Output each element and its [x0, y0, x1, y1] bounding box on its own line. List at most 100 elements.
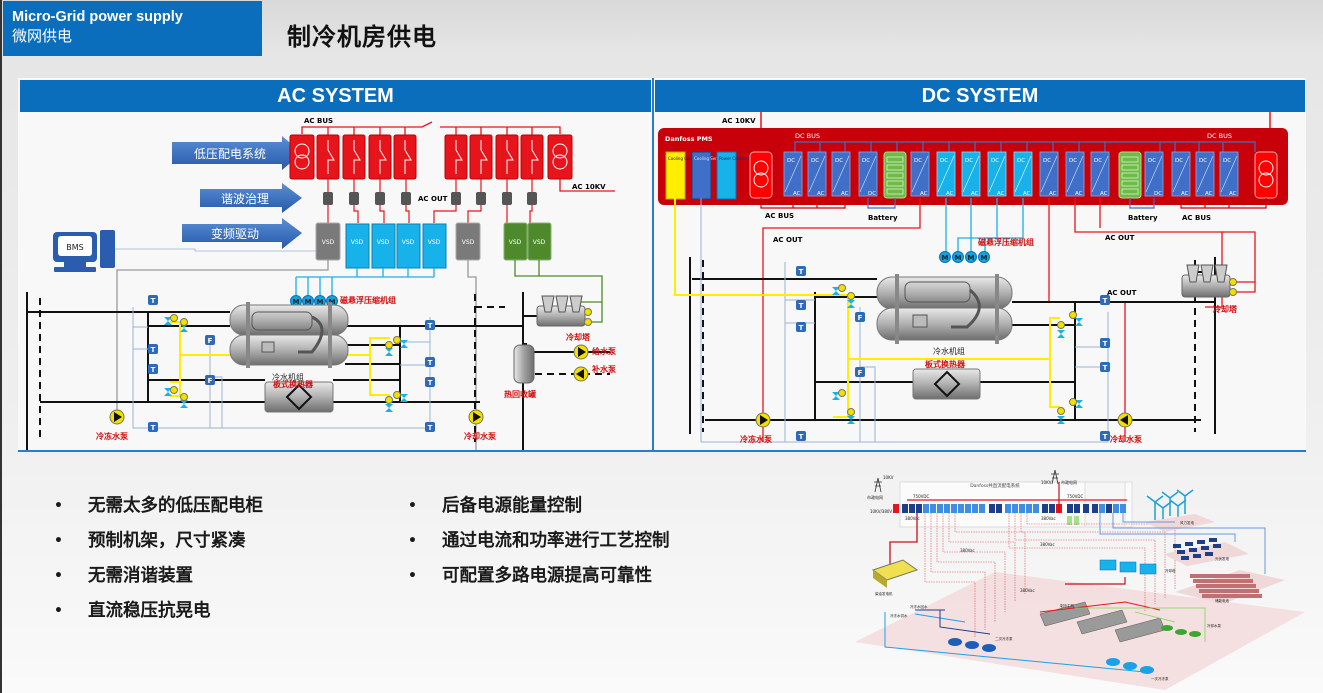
list-item: •预制机架，尺寸紧凑 [54, 531, 246, 551]
dc-ac-out-right: AC OUT [1107, 289, 1137, 297]
svg-text:AC: AC [1049, 191, 1057, 197]
svg-text:AC: AC [920, 191, 928, 197]
svg-text:T: T [428, 379, 433, 387]
svg-text:T: T [1103, 364, 1108, 372]
dc-cooling-tower [1181, 264, 1237, 298]
dc-pumps [755, 412, 1133, 428]
plate-heat-exchanger [264, 381, 334, 413]
panel-divider [652, 78, 654, 450]
arrow-harmonic: 谐波治理 [200, 183, 302, 213]
ac-bus-label: AC BUS [304, 117, 333, 125]
svg-text:VSD: VSD [462, 239, 475, 246]
svg-text:Power Control Unit: Power Control Unit [719, 156, 757, 161]
svg-text:DC: DC [1199, 158, 1207, 164]
battery-label-right: Battery [1128, 214, 1158, 222]
svg-text:DC: DC [787, 158, 795, 164]
ac-switchgear [289, 134, 573, 180]
benefits-list-left: •无需太多的低压配电柜 •预制机架，尺寸紧凑 •无需消谐装置 •直流稳压抗晃电 [52, 493, 263, 633]
list-item: •通过电流和功率进行工艺控制 [408, 531, 670, 551]
svg-text:F: F [208, 377, 213, 385]
chiller-label: 冷水机组 [272, 372, 304, 382]
svg-text:F: F [208, 337, 213, 345]
svg-text:M: M [968, 254, 975, 262]
arrow-low-voltage: 低压配电系统 [172, 136, 302, 170]
iso-cooling-tower-label: 冷却塔 [1165, 568, 1176, 573]
svg-text:M: M [293, 298, 300, 306]
chilled-pump-label: 冷冻水泵 [96, 431, 128, 441]
dc750-right-label: 750VDC [1067, 494, 1083, 499]
grid-right-label: 市政电网 [1061, 479, 1077, 485]
iso-title: Danfoss共直流配电系统 [970, 482, 1020, 489]
dc-cooling-tower-label: 冷却塔 [1213, 304, 1238, 314]
benefits-list-right: •后备电源能量控制 •通过电流和功率进行工艺控制 •可配置多路电源提高可靠性 [406, 493, 670, 598]
iso-primary-pumps [1106, 658, 1154, 674]
svg-text:DC: DC [914, 158, 922, 164]
svg-text:AC: AC [1075, 191, 1083, 197]
cooling-tower [536, 295, 592, 327]
primary-pump-label: 一次冷冻泵 [1151, 676, 1169, 681]
svg-text:DC: DC [1223, 158, 1231, 164]
dc-plate-heat-exchanger [912, 368, 981, 400]
dc-system-header: DC SYSTEM [655, 80, 1305, 112]
dc-maglev-label: 磁悬浮压缩机组 [978, 237, 1034, 247]
svg-text:AC: AC [793, 191, 801, 197]
vac380-label-5: 380Vac [1020, 588, 1035, 593]
dc-chiller-label: 冷水机组 [933, 346, 965, 356]
harmonic-filters [323, 192, 537, 205]
svg-text:T: T [1103, 433, 1108, 441]
svg-text:VSD: VSD [533, 239, 546, 246]
svg-text:T: T [1103, 297, 1108, 305]
svg-text:DC: DC [1017, 158, 1025, 164]
svg-text:Cooling Control Unit: Cooling Control Unit [668, 156, 709, 161]
iso-converters [893, 504, 1126, 525]
cooling-tower-label: 冷却塔 [566, 332, 591, 342]
svg-text:AC: AC [817, 191, 825, 197]
temperature-sensors: T T T T T T T T F F [148, 295, 435, 432]
svg-text:DC: DC [940, 158, 948, 164]
floor-plane [855, 572, 1305, 690]
vac380-label-2: 380Vac [1041, 516, 1056, 521]
chilled-return-label: 冷冻水回水 [910, 604, 928, 609]
svg-text:M: M [305, 298, 312, 306]
ac-out-label: AC OUT [418, 195, 448, 203]
svg-text:M: M [981, 254, 988, 262]
svg-text:DC: DC [1148, 158, 1156, 164]
vac380-label-1: 380Vac [905, 516, 920, 521]
iso-wind-turbines [1146, 489, 1194, 526]
svg-text:F: F [858, 369, 863, 377]
list-item: •无需消谐装置 [54, 566, 193, 586]
svg-text:VSD: VSD [322, 239, 335, 246]
svg-text:DC: DC [991, 158, 999, 164]
svg-text:Cooling Sensor Unit: Cooling Sensor Unit [694, 156, 734, 161]
iso-cooling-towers [1099, 559, 1157, 575]
iso-chiller-label: 制冷主机 [1060, 603, 1075, 608]
ac-system-diagram: 低压配电系统 谐波治理 变频驱动 AC BUS [26, 117, 616, 450]
page-title: 制冷机房供电 [287, 23, 437, 51]
dc-ac-bus-left: AC BUS [765, 212, 794, 220]
iso-generator [871, 559, 919, 588]
pumps [109, 344, 589, 425]
heat-recovery-tank [513, 343, 535, 384]
svg-text:T: T [428, 322, 433, 330]
svg-text:DC: DC [1175, 158, 1183, 164]
iso-solar-panels [1173, 538, 1221, 560]
svg-text:T: T [428, 424, 433, 432]
bms-computer: BMS [53, 230, 115, 272]
grid-towers [874, 469, 1059, 493]
svg-text:DC: DC [1069, 158, 1077, 164]
svg-text:M: M [955, 254, 962, 262]
iso-storage-batteries [1190, 574, 1262, 598]
dc-ac-out-top: AC OUT [1105, 234, 1135, 242]
chiller-unit [229, 302, 349, 368]
svg-text:VSD: VSD [377, 239, 390, 246]
dc750-left-label: 750VDC [913, 494, 929, 499]
svg-text:DC: DC [1094, 158, 1102, 164]
iso-secondary-pumps [948, 638, 996, 652]
svg-text:DC: DC [868, 191, 876, 197]
svg-text:AC: AC [841, 191, 849, 197]
supply-pump-label: 给水泵 [592, 346, 616, 356]
list-item: •无需太多的低压配电柜 [54, 496, 263, 516]
svg-text:T: T [799, 268, 804, 276]
dc-plate-hx-label: 板式换热器 [925, 359, 966, 369]
dc-cooling-pump-label: 冷却水泵 [1110, 434, 1142, 444]
